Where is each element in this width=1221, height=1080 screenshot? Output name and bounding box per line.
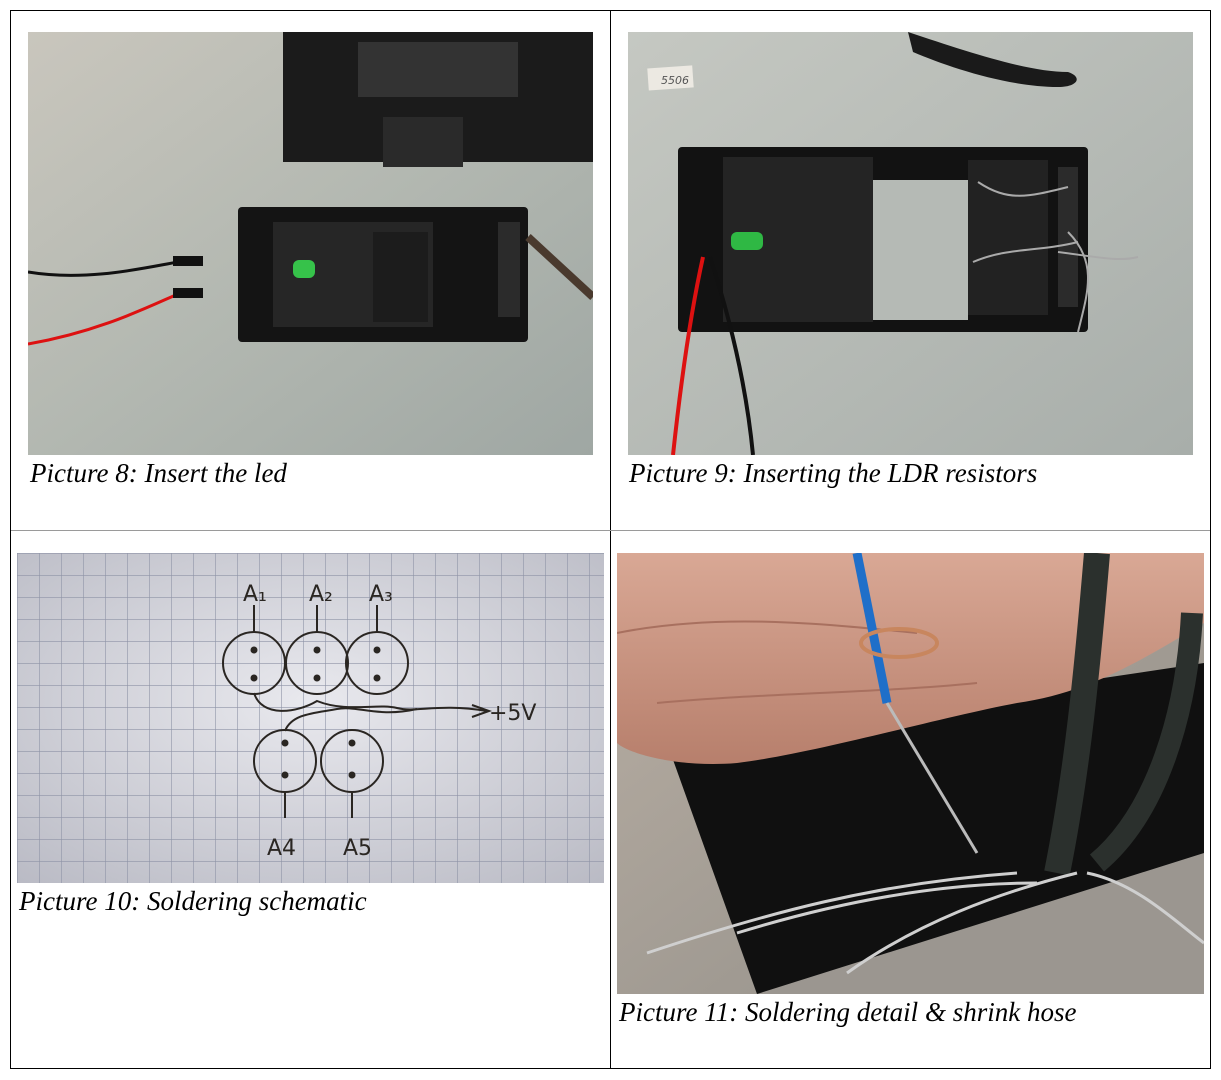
schematic-label-a2: A₂ (309, 582, 333, 607)
picture-9-caption: Picture 9: Inserting the LDR resistors (629, 458, 1038, 488)
column-divider (610, 10, 611, 1069)
picture-8-caption: Picture 8: Insert the led (30, 458, 287, 488)
row-divider (11, 530, 1210, 531)
schematic-label-a4: A4 (267, 836, 296, 861)
sample-label-text: 5506 (661, 74, 689, 87)
picture-10-photo: A₁ A₂ A₃ A4 A5 +5V (17, 553, 604, 883)
picture-11-photo (617, 553, 1204, 994)
schematic-label-a5: A5 (343, 836, 372, 861)
picture-8-photo (28, 32, 593, 455)
picture-11-caption: Picture 11: Soldering detail & shrink ho… (619, 997, 1077, 1027)
schematic-label-a3: A₃ (369, 582, 393, 607)
schematic-label-supply: +5V (489, 701, 536, 726)
picture-10-caption: Picture 10: Soldering schematic (19, 886, 367, 916)
schematic-label-a1: A₁ (243, 582, 267, 607)
picture-9-photo: 5506 (628, 32, 1193, 455)
